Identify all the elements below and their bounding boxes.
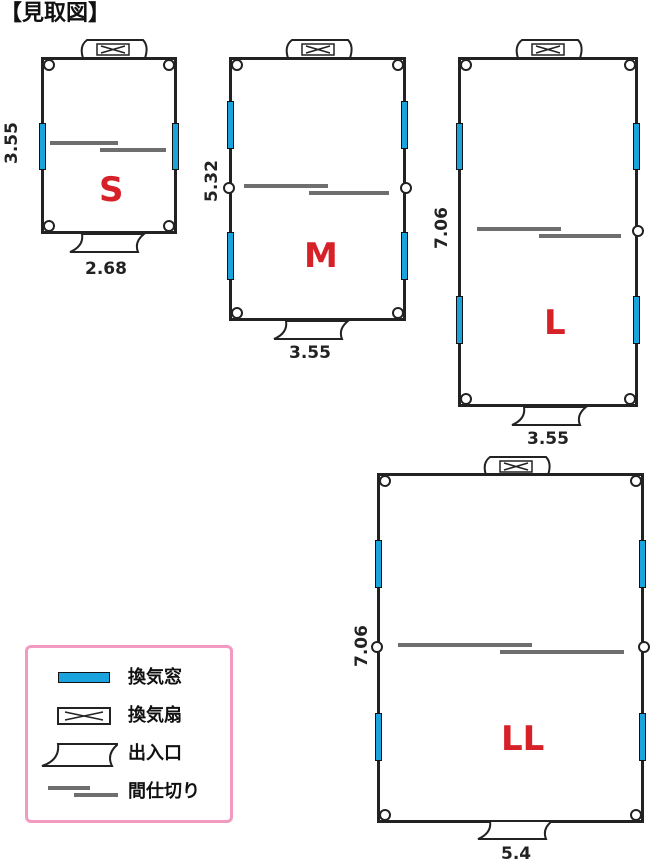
pillar-icon: [624, 59, 636, 71]
door-icon: [41, 743, 118, 767]
width-label-s: 2.68: [85, 259, 127, 279]
depth-label-s: 3.55: [2, 122, 22, 164]
legend-label-fan: 換気扇: [128, 705, 182, 726]
pillar-icon: [163, 220, 175, 232]
page-title: 【見取図】: [0, 1, 111, 26]
window-icon: [227, 232, 234, 280]
legend-row-fan: 換気扇: [28, 698, 230, 734]
window-icon: [39, 123, 46, 170]
window-icon: [639, 540, 646, 588]
window-icon: [375, 713, 382, 761]
partition-icon: [539, 234, 621, 238]
pillar-icon: [163, 59, 175, 71]
pillar-icon: [231, 307, 243, 319]
legend-row-window: 換気窓: [28, 660, 230, 696]
width-label-ll: 5.4: [501, 844, 532, 864]
pillar-icon: [231, 59, 243, 71]
ventilation-fan-icon: [483, 456, 551, 476]
pillar-icon: [460, 393, 472, 405]
partition-icon: [38, 778, 118, 806]
pillar-icon: [392, 59, 404, 71]
legend-label-partition: 間仕切り: [128, 781, 200, 802]
ventilation-fan-icon: [515, 39, 583, 59]
legend-row-partition: 間仕切り: [28, 774, 230, 810]
pillar-icon: [43, 220, 55, 232]
pillar-icon: [638, 641, 650, 653]
pillar-icon: [460, 59, 472, 71]
depth-label-l: 7.06: [432, 207, 452, 249]
pillar-icon: [630, 809, 642, 821]
ventilation-fan-icon: [57, 707, 111, 725]
room-s: S: [39, 57, 179, 234]
depth-label-ll: 7.06: [352, 625, 372, 667]
plan-letter-m: M: [304, 236, 338, 276]
legend-label-window: 換気窓: [128, 667, 182, 688]
window-icon: [227, 101, 234, 149]
partition-icon: [398, 643, 532, 647]
window-icon: [456, 296, 463, 344]
partition-icon: [100, 148, 166, 152]
width-label-m: 3.55: [289, 343, 331, 363]
partition-icon: [477, 227, 561, 231]
pillar-icon: [392, 307, 404, 319]
window-icon: [38, 664, 118, 692]
legend-label-door: 出入口: [128, 743, 182, 764]
pillar-icon: [632, 225, 644, 237]
legend-row-door: 出入口: [28, 736, 230, 772]
window-icon: [401, 101, 408, 149]
window-icon: [401, 232, 408, 280]
width-label-l: 3.55: [527, 429, 569, 449]
pillar-icon: [400, 182, 412, 194]
legend: 換気窓 換気扇 出入口 間仕切り: [25, 645, 233, 823]
partition-icon: [244, 184, 328, 188]
pillar-icon: [223, 182, 235, 194]
ventilation-fan-icon: [285, 39, 353, 59]
pillar-icon: [624, 393, 636, 405]
pillar-icon: [43, 59, 55, 71]
door-icon: [69, 233, 147, 253]
window-icon: [172, 123, 179, 170]
partition-icon: [309, 191, 389, 195]
plan-letter-ll: LL: [501, 719, 545, 759]
window-icon: [375, 540, 382, 588]
plan-letter-l: L: [544, 303, 566, 343]
door-icon: [273, 320, 351, 340]
room-l: L: [456, 57, 644, 407]
room-ll: LL: [371, 473, 650, 823]
room-m: M: [223, 57, 412, 321]
pillar-icon: [630, 475, 642, 487]
pillar-icon: [379, 809, 391, 821]
window-icon: [456, 123, 463, 170]
partition-icon: [500, 650, 624, 654]
window-icon: [639, 713, 646, 761]
door-icon: [477, 820, 555, 840]
depth-label-m: 5.32: [202, 160, 222, 202]
pillar-icon: [379, 475, 391, 487]
window-icon: [633, 123, 640, 170]
window-icon: [633, 296, 640, 344]
ventilation-fan-icon: [80, 39, 148, 59]
pillar-icon: [371, 641, 383, 653]
partition-icon: [50, 141, 118, 145]
plan-letter-s: S: [99, 170, 124, 210]
door-icon: [511, 406, 589, 426]
